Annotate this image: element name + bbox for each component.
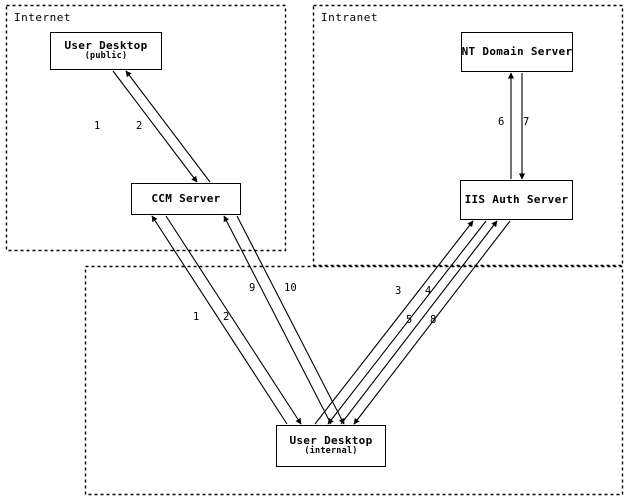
flow-step-label-2: 2 xyxy=(136,120,143,132)
flow-arrow-2-ccm-server-to-user-desktop-internal xyxy=(165,215,302,425)
node-subtitle-user-desktop-public: (public) xyxy=(84,51,128,62)
node-user-desktop-internal[interactable]: User Desktop(internal) xyxy=(276,425,386,467)
flow-step-label-5: 5 xyxy=(406,314,413,326)
node-title-user-desktop-internal: User Desktop xyxy=(289,433,373,447)
node-title-nt-domain-server: NT Domain Server xyxy=(461,44,573,58)
flow-arrow-1-user-desktop-public-to-ccm-server xyxy=(112,70,198,183)
node-user-desktop-public[interactable]: User Desktop(public) xyxy=(50,32,162,70)
node-title-iis-auth-server: IIS Auth Server xyxy=(464,192,569,206)
flow-step-label-3: 3 xyxy=(395,285,402,297)
zones-layer xyxy=(5,4,624,496)
flow-step-label-10: 10 xyxy=(284,282,297,294)
flow-step-label-8: 8 xyxy=(430,314,437,326)
flow-arrow-2-ccm-server-to-user-desktop-public xyxy=(125,70,211,183)
flow-step-label-7: 7 xyxy=(523,116,530,128)
node-subtitle-user-desktop-internal: (internal) xyxy=(304,446,358,457)
node-ccm-server[interactable]: CCM Server xyxy=(131,183,241,215)
flow-arrow-4-iis-auth-server-to-user-desktop-internal xyxy=(327,220,487,425)
flow-arrow-8-iis-auth-server-to-user-desktop-internal xyxy=(353,220,511,425)
flow-arrow-9-user-desktop-internal-to-ccm-server xyxy=(223,215,332,425)
flow-arrow-10-ccm-server-to-user-desktop-internal xyxy=(236,215,345,425)
flow-step-label-6: 6 xyxy=(498,116,505,128)
flow-step-label-9: 9 xyxy=(249,282,256,294)
node-title-user-desktop-public: User Desktop xyxy=(64,38,148,52)
node-iis-auth-server[interactable]: IIS Auth Server xyxy=(460,180,573,220)
zone-boundary-internal-lan xyxy=(84,265,624,496)
zone-boundary-intranet xyxy=(312,4,624,267)
flow-arrow-1-user-desktop-internal-to-ccm-server xyxy=(151,215,288,425)
flow-step-label-1: 1 xyxy=(193,311,200,323)
node-nt-domain-server[interactable]: NT Domain Server xyxy=(461,32,573,72)
flow-step-label-1: 1 xyxy=(94,120,101,132)
node-title-ccm-server: CCM Server xyxy=(151,191,221,205)
flow-arrow-5-user-desktop-internal-to-iis-auth-server xyxy=(340,220,498,425)
flow-step-label-4: 4 xyxy=(425,285,432,297)
zone-label-intranet: Intranet xyxy=(321,11,378,24)
flows-layer xyxy=(112,70,526,425)
flow-arrow-3-user-desktop-internal-to-iis-auth-server xyxy=(314,220,474,425)
zone-label-internet: Internet xyxy=(14,11,71,24)
zone-boundary-internet xyxy=(5,4,287,252)
flow-step-label-2: 2 xyxy=(223,311,230,323)
